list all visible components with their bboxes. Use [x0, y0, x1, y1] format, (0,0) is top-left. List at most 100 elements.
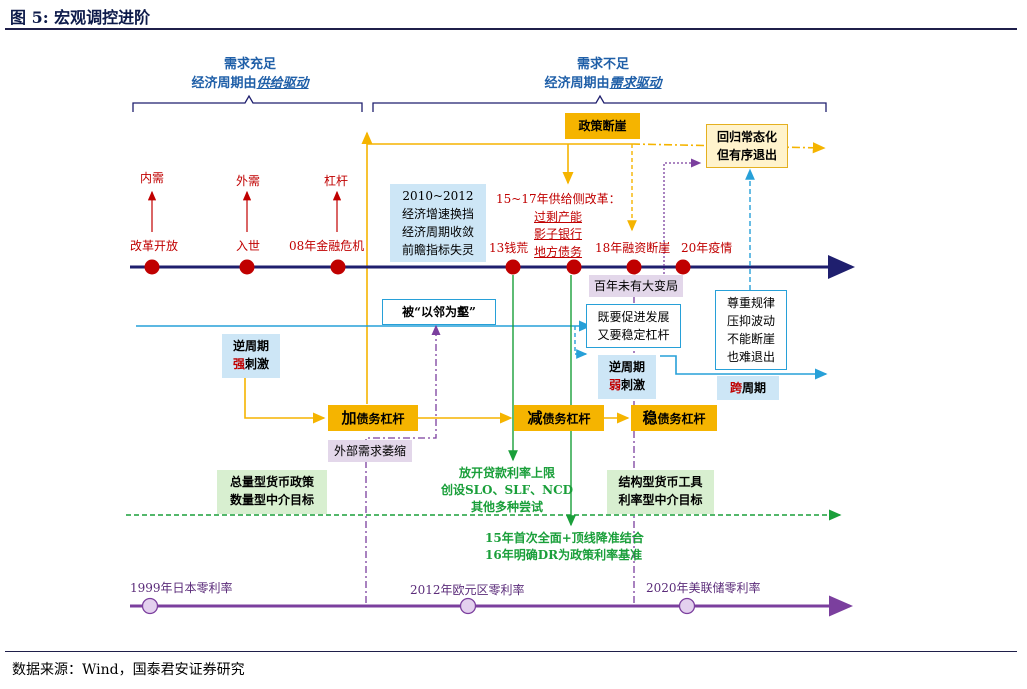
- supply-reform-item-3: 地方债务: [534, 245, 583, 259]
- leverage-add-box: 加债务杠杆: [328, 405, 418, 431]
- monetary-struct-line2: 利率型中介目标: [618, 493, 703, 507]
- left-phase-line2: 经济周期由供给驱动: [190, 74, 310, 93]
- right-phase-label: 需求不足 经济周期由需求驱动: [538, 55, 668, 93]
- event-label-2020: 20年疫情: [681, 241, 733, 255]
- rate-reform-line2: 创设SLO、SLF、NCD: [440, 483, 574, 497]
- cross-cycle-rest: 周期: [742, 381, 767, 395]
- event-dot-wto: [239, 259, 255, 275]
- left-phase-prefix: 经济周期由: [191, 76, 257, 91]
- leverage-cut-box: 减债务杠杆: [514, 405, 604, 431]
- supply-reform-title: 15~17年供给侧改革：: [496, 192, 621, 206]
- driver-leverage: 杠杆: [324, 174, 349, 188]
- monetary-total-line2: 数量型中介目标: [229, 493, 314, 507]
- return-normal-line1: 回归常态化: [716, 130, 777, 144]
- source-note: 数据来源：Wind，国泰君安证券研究: [12, 662, 245, 678]
- left-phase-line1: 需求充足: [223, 57, 276, 72]
- event-dot-2013: [505, 259, 521, 275]
- monetary-total-box: 总量型货币政策 数量型中介目标: [217, 470, 327, 514]
- great-change-box: 百年未有大变局: [589, 275, 683, 297]
- cross-cycle-em: 跨: [729, 381, 742, 395]
- monetary-struct-line1: 结构型货币工具: [618, 475, 703, 489]
- event-dot-supply-reform: [566, 259, 582, 275]
- rrr-note-line1: 15年首次全面+顶线降准结合: [485, 531, 644, 545]
- leverage-add-big: 加: [341, 409, 357, 427]
- event-dot-2018: [626, 259, 642, 275]
- cycle-line-dash: [574, 326, 588, 359]
- regulate-line2: 压抑波动: [726, 314, 775, 328]
- right-phase-prefix: 经济周期由: [544, 76, 610, 91]
- regulate-box: 尊重规律 压抑波动 不能断崖 也难退出: [715, 290, 787, 370]
- cc-strong-em: 强: [232, 357, 245, 371]
- left-phase-brace: [132, 94, 363, 112]
- monetary-struct-box: 结构型货币工具 利率型中介目标: [607, 470, 714, 514]
- leverage-cut-rest: 债务杠杆: [542, 412, 591, 426]
- cycle-line-cross: [660, 355, 828, 380]
- cross-cycle-box: 跨周期: [717, 376, 779, 400]
- zero-dot-2020: [678, 597, 696, 615]
- box-2010-line2: 经济增速换挡: [401, 207, 474, 221]
- cc-strong-rest: 刺激: [245, 357, 270, 371]
- monetary-total-line1: 总量型货币政策: [229, 475, 314, 489]
- stabilize-line2: 又要稳定杠杆: [597, 328, 670, 342]
- box-2010-line1: 2010~2012: [402, 189, 474, 203]
- lev-arrow-1: [244, 378, 326, 424]
- cc-weak-line2: 弱刺激: [598, 376, 656, 394]
- supply-reform-item-1: 过剩产能: [534, 210, 583, 224]
- right-phase-line1: 需求不足: [576, 57, 629, 72]
- left-phase-label: 需求充足 经济周期由供给驱动: [190, 55, 310, 93]
- rate-reform-line3: 其他多种尝试: [470, 500, 543, 514]
- source-rule: [5, 651, 1017, 652]
- driver-external: 外需: [236, 174, 261, 188]
- stabilize-line1: 既要促进发展: [597, 310, 670, 324]
- driver-domestic: 内需: [140, 171, 165, 185]
- zero-dot-2012: [459, 597, 477, 615]
- rate-reform-text: 放开贷款利率上限 创设SLO、SLF、NCD 其他多种尝试: [432, 465, 582, 516]
- event-dot-2020: [675, 259, 691, 275]
- return-normal-box: 回归常态化 但有序退出: [706, 124, 788, 168]
- neighbor-box: 被“以邻为壑”: [382, 299, 496, 325]
- rate-reform-line1: 放开贷款利率上限: [458, 466, 555, 480]
- event-label-2018: 18年融资断崖: [595, 241, 671, 255]
- external-shrink-box: 外部需求萎缩: [328, 440, 412, 462]
- event-label-wto: 入世: [236, 239, 261, 253]
- regulate-line4: 也难退出: [726, 350, 775, 364]
- box-2010-line4: 前瞻指标失灵: [401, 243, 474, 257]
- stabilize-box: 既要促进发展 又要稳定杠杆: [586, 304, 681, 348]
- cc-weak-line1: 逆周期: [608, 360, 645, 374]
- left-phase-em: 供给驱动: [256, 76, 309, 91]
- leverage-cut-big: 减: [527, 409, 543, 427]
- box-2010-2012: 2010~2012 经济增速换挡 经济周期收敛 前瞻指标失灵: [390, 184, 486, 262]
- cc-strong-line2: 强刺激: [222, 355, 280, 373]
- countercyclical-weak-box: 逆周期 弱刺激: [598, 355, 656, 399]
- leverage-stable-big: 稳: [642, 409, 658, 427]
- policy-cliff-box: 政策断崖: [565, 113, 640, 139]
- event-label-reform: 改革开放: [130, 239, 179, 253]
- cc-weak-rest: 刺激: [621, 378, 646, 392]
- event-dot-reform: [144, 259, 160, 275]
- rrr-note-text: 15年首次全面+顶线降准结合 16年明确DR为政策利率基准: [485, 530, 644, 564]
- box-2010-line3: 经济周期收敛: [401, 225, 474, 239]
- zero-rate-label-1999: 1999年日本零利率: [130, 581, 233, 595]
- event-label-2013: 13钱荒: [489, 241, 529, 255]
- rrr-note-line2: 16年明确DR为政策利率基准: [485, 548, 643, 562]
- event-dot-2008: [330, 259, 346, 275]
- leverage-stable-rest: 债务杠杆: [657, 412, 706, 426]
- cc-strong-line1: 逆周期: [232, 339, 269, 353]
- right-phase-em: 需求驱动: [609, 76, 662, 91]
- regulate-line3: 不能断崖: [726, 332, 775, 346]
- zero-dot-1999: [141, 597, 159, 615]
- figure-title: 图 5: 宏观调控进阶: [10, 8, 151, 27]
- countercyclical-strong-box: 逆周期 强刺激: [222, 334, 280, 378]
- right-phase-brace: [372, 94, 827, 112]
- return-normal-line2: 但有序退出: [716, 148, 777, 162]
- leverage-stable-box: 稳债务杠杆: [631, 405, 717, 431]
- zero-rate-label-2012: 2012年欧元区零利率: [410, 583, 525, 597]
- right-phase-line2: 经济周期由需求驱动: [538, 74, 668, 93]
- title-rule: [5, 28, 1017, 30]
- leverage-add-rest: 债务杠杆: [356, 412, 405, 426]
- cc-weak-em: 弱: [608, 378, 621, 392]
- supply-reform-item-2: 影子银行: [534, 227, 583, 241]
- regulate-line1: 尊重规律: [726, 296, 775, 310]
- event-label-2008: 08年金融危机: [289, 239, 365, 253]
